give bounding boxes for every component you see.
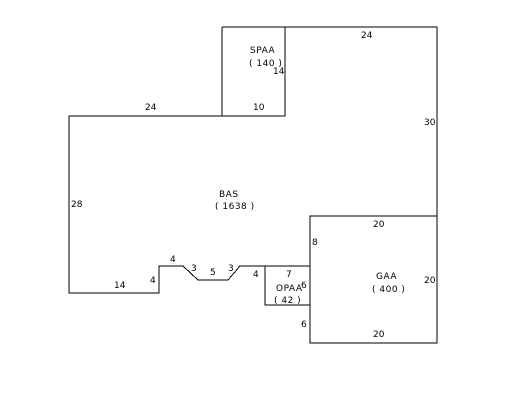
dim-gaa-left-upper: 8 — [312, 238, 318, 248]
opaa-outline — [264, 266, 310, 306]
dim-gaa-left-lower: 6 — [301, 320, 307, 330]
spaa-label: SPAA — [250, 46, 275, 56]
dim-spaa-right: 14 — [273, 67, 285, 77]
dim-step-4b: 4 — [170, 255, 176, 265]
opaa-label: OPAA — [276, 284, 303, 294]
spaa-outline — [222, 26, 286, 117]
dim-step-5: 5 — [210, 268, 216, 278]
bas-value: ( 1638 ) — [215, 202, 255, 212]
dim-gaa-bottom: 20 — [373, 330, 385, 340]
dim-step-4c: 4 — [253, 270, 259, 280]
dim-bas-top: 24 — [145, 103, 157, 113]
dim-step-3b: 3 — [228, 264, 234, 274]
gaa-label: GAA — [376, 272, 397, 282]
dim-gaa-top: 20 — [373, 220, 385, 230]
gaa-outline — [309, 215, 438, 344]
dim-step-4a: 4 — [150, 276, 156, 286]
dim-bottom: 14 — [114, 281, 126, 291]
dim-spaa-bottom: 10 — [253, 103, 265, 113]
dim-opaa-right: 6 — [301, 281, 307, 291]
dim-right: 30 — [424, 118, 436, 128]
dim-step-3a: 3 — [191, 264, 197, 274]
dim-left: 28 — [71, 200, 83, 210]
spaa-value: ( 140 ) — [249, 59, 282, 69]
gaa-value: ( 400 ) — [372, 285, 405, 295]
bas-label: BAS — [219, 190, 239, 200]
opaa-value: ( 42 ) — [274, 296, 301, 306]
dim-opaa-top: 7 — [286, 270, 292, 280]
dim-gaa-right: 20 — [424, 276, 436, 286]
dim-top-right: 24 — [361, 31, 373, 41]
